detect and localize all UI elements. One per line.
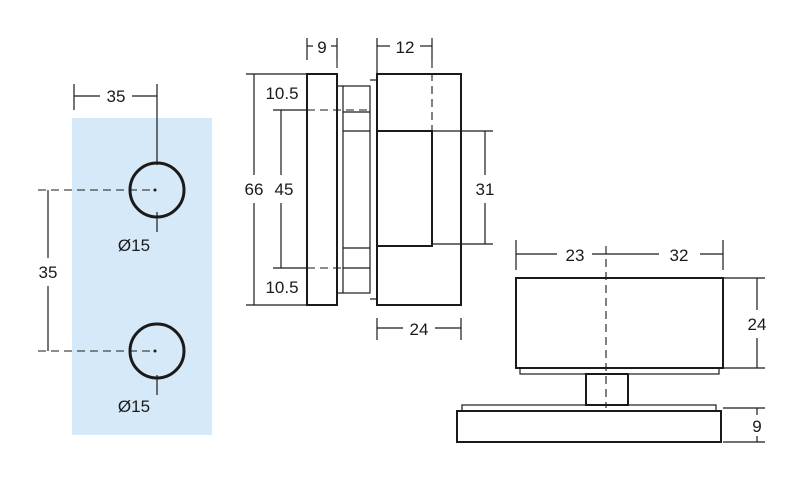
- dim-label-35-horizontal: 35: [107, 87, 126, 106]
- dimension-body-depth: 24: [376, 318, 462, 340]
- dim-label-66: 66: [245, 180, 264, 199]
- dim-label-24-bottom: 24: [410, 320, 429, 339]
- dim-label-24-right: 24: [748, 315, 767, 334]
- dimension-base-height: 9: [723, 407, 765, 443]
- dim-label-9-top: 9: [317, 38, 326, 57]
- top-base: [456, 410, 722, 443]
- top-body: [515, 277, 724, 369]
- dimension-top-widths: 23 32: [515, 240, 724, 408]
- hole-bottom-center: [153, 349, 157, 353]
- hinge-top-view: 23 32 24 9: [456, 240, 767, 443]
- side-connector: [342, 85, 371, 294]
- dim-label-35-vertical: 35: [39, 263, 58, 282]
- glass-panel-view: 35 Ø15 Ø15 35: [38, 84, 212, 435]
- dim-label-12: 12: [396, 38, 415, 57]
- dim-label-10-5-top: 10.5: [265, 84, 298, 103]
- dimension-inner-height: 45: [273, 109, 370, 269]
- hinge-side-view: 9 12: [245, 38, 495, 340]
- dimension-pocket-height: 31: [432, 130, 495, 245]
- dim-label-10-5-bottom: 10.5: [265, 278, 298, 297]
- dim-label-45: 45: [275, 180, 294, 199]
- dimension-plate-thickness: 9: [306, 38, 338, 74]
- dim-label-hole-bottom-diameter: Ø15: [118, 397, 150, 416]
- dim-label-hole-top-diameter: Ø15: [118, 236, 150, 255]
- dimension-body-height: 24: [723, 277, 767, 369]
- side-body-pocket: [376, 130, 433, 247]
- dimension-hole-spacing-vertical: 35: [38, 189, 154, 352]
- side-plate: [306, 73, 338, 306]
- dimension-total-height: 66: [245, 73, 307, 306]
- side-body: [376, 73, 462, 306]
- dim-label-23: 23: [566, 246, 585, 265]
- hole-top-center: [153, 188, 157, 192]
- dim-label-9-right: 9: [752, 417, 761, 436]
- top-connector: [585, 373, 629, 406]
- dim-label-31: 31: [476, 180, 495, 199]
- dim-label-32: 32: [670, 246, 689, 265]
- glass-panel: [72, 118, 212, 435]
- dimension-hole-spacing-horizontal: 35: [73, 84, 158, 165]
- dimension-body-thickness: 12: [376, 38, 433, 246]
